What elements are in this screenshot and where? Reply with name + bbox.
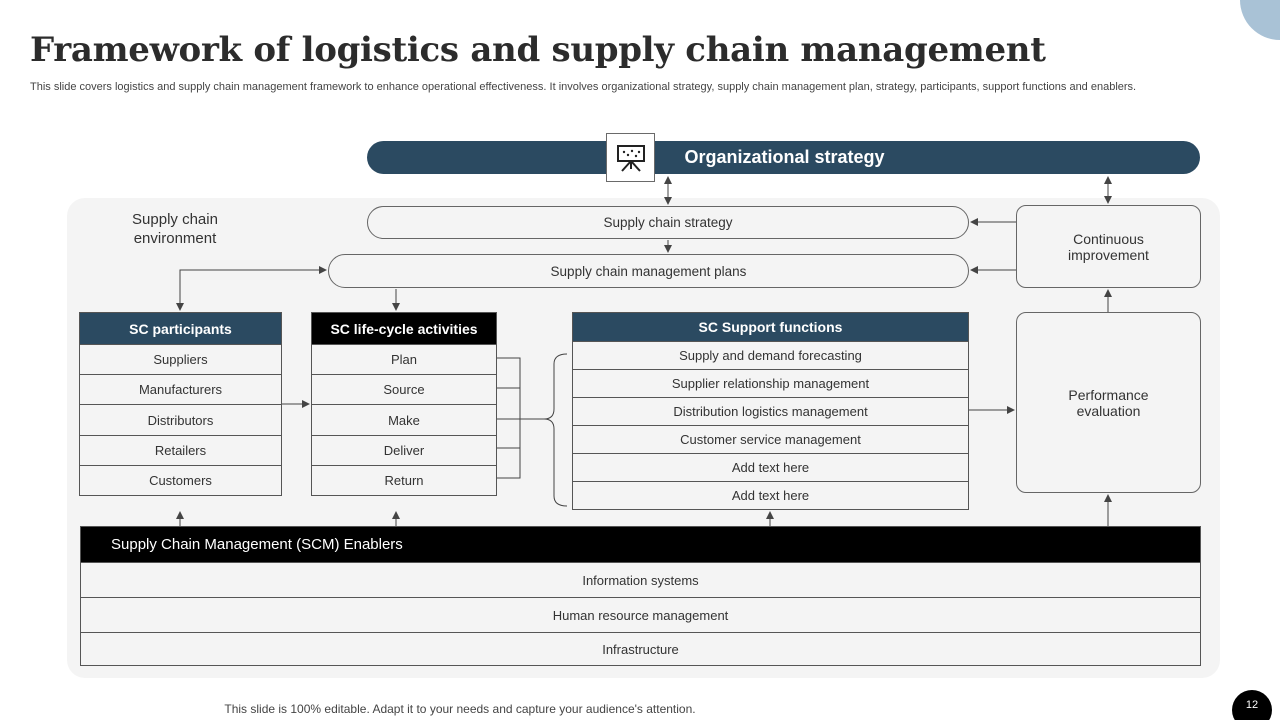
- participants-table: SC participants Suppliers Manufacturers …: [79, 312, 282, 496]
- enablers-table: Supply Chain Management (SCM) Enablers I…: [80, 526, 1201, 666]
- lifecycle-header: SC life-cycle activities: [312, 313, 496, 344]
- lifecycle-table: SC life-cycle activities Plan Source Mak…: [311, 312, 497, 496]
- performance-evaluation-box: Performance evaluation: [1016, 312, 1201, 493]
- page-subtitle: This slide covers logistics and supply c…: [30, 81, 1137, 93]
- support-functions-row: Customer service management: [573, 425, 968, 453]
- support-functions-row: Add text here: [573, 453, 968, 481]
- continuous-improvement-box: Continuous improvement: [1016, 205, 1201, 288]
- lifecycle-row: Make: [312, 404, 496, 435]
- support-functions-table: SC Support functions Supply and demand f…: [572, 312, 969, 510]
- performance-evaluation-label: Performance evaluation: [1068, 386, 1149, 419]
- page-number: 12: [1232, 690, 1272, 720]
- participants-row: Manufacturers: [80, 374, 281, 404]
- management-plans-label: Supply chain management plans: [550, 263, 747, 279]
- management-plans-box: Supply chain management plans: [328, 254, 969, 288]
- footer-note: This slide is 100% editable. Adapt it to…: [0, 702, 1280, 716]
- page-title: Framework of logistics and supply chain …: [30, 30, 1046, 70]
- supply-chain-strategy-box: Supply chain strategy: [367, 206, 969, 239]
- lifecycle-row: Deliver: [312, 435, 496, 465]
- organizational-strategy-bar: Organizational strategy: [367, 141, 1200, 174]
- support-functions-row: Distribution logistics management: [573, 397, 968, 425]
- support-functions-row: Add text here: [573, 481, 968, 509]
- participants-row: Suppliers: [80, 344, 281, 374]
- enablers-row: Information systems: [81, 562, 1200, 597]
- lifecycle-row: Plan: [312, 344, 496, 374]
- continuous-improvement-label: Continuous improvement: [1068, 230, 1149, 263]
- participants-row: Retailers: [80, 435, 281, 465]
- lifecycle-row: Source: [312, 374, 496, 404]
- enablers-header: Supply Chain Management (SCM) Enablers: [81, 527, 1200, 562]
- supply-chain-strategy-label: Supply chain strategy: [603, 215, 733, 230]
- presentation-board-icon: [606, 133, 655, 182]
- support-functions-row: Supplier relationship management: [573, 369, 968, 397]
- participants-row: Customers: [80, 465, 281, 495]
- enablers-row: Human resource management: [81, 597, 1200, 632]
- environment-label: Supply chain environment: [132, 211, 218, 247]
- organizational-strategy-label: Organizational strategy: [684, 147, 885, 167]
- corner-decoration: [1240, 0, 1280, 40]
- support-functions-header: SC Support functions: [573, 313, 968, 341]
- lifecycle-row: Return: [312, 465, 496, 495]
- participants-row: Distributors: [80, 404, 281, 435]
- enablers-row: Infrastructure: [81, 632, 1200, 665]
- footer-note-text: This slide is 100% editable. Adapt it to…: [224, 702, 696, 716]
- support-functions-row: Supply and demand forecasting: [573, 341, 968, 369]
- participants-header: SC participants: [80, 313, 281, 344]
